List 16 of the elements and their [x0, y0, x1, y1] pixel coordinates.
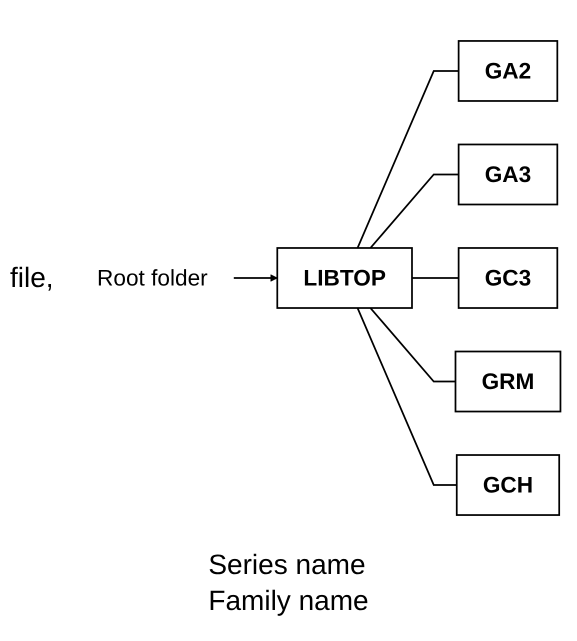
- node-box: GA3: [457, 143, 558, 205]
- note-text: Family name: [208, 585, 369, 617]
- connector: [356, 70, 458, 248]
- connector: [369, 173, 458, 248]
- connector: [369, 306, 456, 382]
- text-fragment: file,: [10, 262, 54, 294]
- arrow: [233, 274, 278, 282]
- node-box: GRM: [454, 350, 561, 412]
- node-text: Root folder: [96, 264, 208, 290]
- node-box: LIBTOP: [276, 246, 412, 308]
- node-box: GC3: [457, 246, 558, 308]
- connector: [356, 307, 456, 486]
- connector: [412, 276, 458, 278]
- node-box: GCH: [455, 454, 560, 516]
- note-text: Series name: [208, 549, 367, 581]
- node-box: GA2: [457, 40, 558, 102]
